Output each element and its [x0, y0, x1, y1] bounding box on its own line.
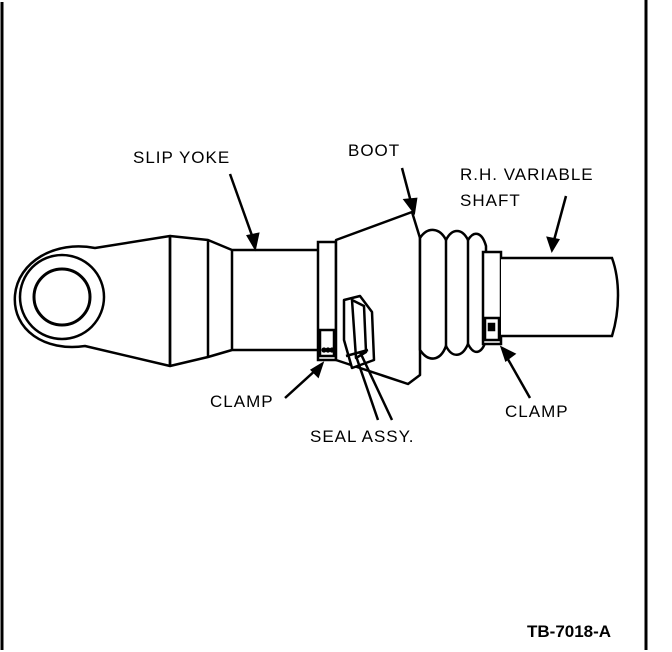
rh-variable-shaft-label-line1: R.H. VARIABLE: [460, 165, 594, 184]
seal-assy-label: SEAL ASSY.: [310, 427, 415, 446]
right-clamp-label: CLAMP: [505, 402, 569, 421]
boot: [334, 210, 488, 386]
rh-variable-shaft: [501, 256, 620, 338]
left-clamp: [316, 240, 338, 362]
border: [0, 0, 648, 650]
slip-yoke-label: SLIP YOKE: [133, 148, 231, 167]
rh-variable-shaft-label-line2: SHAFT: [460, 191, 521, 210]
figure-id: TB-7018-A: [527, 622, 612, 641]
yoke-eye-inner: [32, 267, 92, 327]
yoke-eye-outer: [18, 253, 106, 341]
right-clamp: [481, 250, 503, 346]
left-clamp-label: CLAMP: [210, 392, 274, 411]
leader-lines: [228, 167, 568, 421]
slip-yoke: [13, 234, 322, 368]
boot-label: BOOT: [348, 141, 401, 160]
